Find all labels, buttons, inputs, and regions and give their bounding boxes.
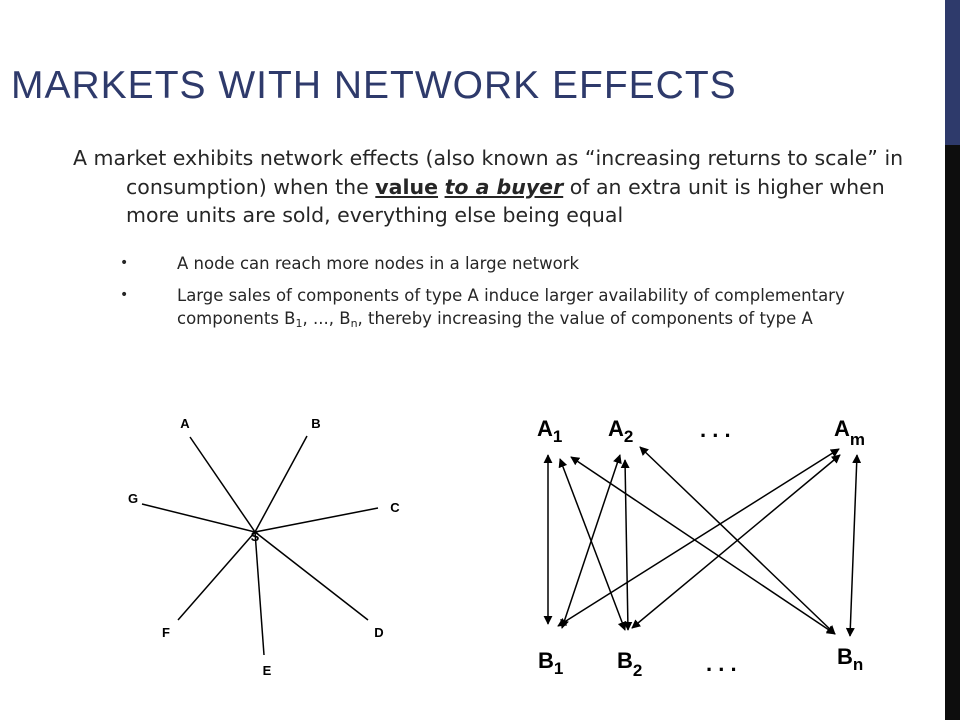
star-node-label: A <box>180 416 190 431</box>
star-edge <box>254 531 369 621</box>
star-network-diagram: S A B C D E F G <box>128 416 400 678</box>
bipartite-edge <box>620 459 633 631</box>
side-bar <box>945 145 960 720</box>
bipartite-edge <box>557 448 840 627</box>
top-node-label: A2 <box>608 416 633 446</box>
para-text-2: of an extra unit is higher when more uni… <box>126 174 885 228</box>
star-edge <box>254 435 308 533</box>
star-node-label: F <box>162 625 170 640</box>
bipartite-diagram: A1 A2 Am . . . B1 B2 Bn . . . <box>537 416 865 680</box>
bipartite-edge <box>558 458 627 631</box>
bullet-text: A node can reach more nodes in a large n… <box>177 254 580 273</box>
bullet-text-part: Large sales of components of type A indu… <box>177 285 845 329</box>
star-node-label: D <box>374 625 383 640</box>
bullet-dot: • <box>120 255 129 271</box>
bullet-text-part: , ..., B <box>302 309 351 328</box>
slide-title: MARKETS WITH NETWORK EFFECTS <box>11 64 737 107</box>
bottom-node-label: B1 <box>538 648 563 678</box>
star-edge <box>189 436 256 533</box>
top-node-label: A1 <box>537 416 562 446</box>
para-to-a-buyer: to a buyer <box>444 174 564 199</box>
bullet-item: • A node can reach more nodes in a large … <box>120 252 880 276</box>
para-value-word: value <box>375 174 439 199</box>
bullet-dot: • <box>120 286 129 303</box>
side-accent-bar <box>945 0 960 145</box>
star-edge <box>254 531 265 656</box>
top-ellipsis: . . . <box>700 417 731 442</box>
bullet-list: • A node can reach more nodes in a large … <box>120 252 880 339</box>
star-edge <box>177 531 256 621</box>
bottom-ellipsis: . . . <box>706 651 737 676</box>
star-node-label: C <box>390 500 400 515</box>
star-node-label: G <box>128 491 138 506</box>
bullet-subscript: n <box>350 317 358 330</box>
star-edge <box>141 503 256 533</box>
bullet-text-part: , thereby increasing the value of compon… <box>357 309 813 328</box>
star-node-label: B <box>311 416 320 431</box>
top-node-label: Am <box>834 416 865 449</box>
definition-paragraph: A market exhibits network effects (also … <box>73 144 941 230</box>
star-node-label: E <box>263 663 272 678</box>
para-text-1: A market exhibits network effects (also … <box>73 146 904 199</box>
bipartite-edge <box>639 446 836 635</box>
bottom-node-label: B2 <box>617 648 642 680</box>
star-edge <box>254 507 379 533</box>
bipartite-edge <box>631 454 841 629</box>
bullet-subscript: 1 <box>295 317 303 330</box>
bottom-node-label: Bn <box>837 644 863 674</box>
bipartite-edge <box>570 456 836 635</box>
star-center-label: S <box>251 529 260 544</box>
bipartite-edge <box>560 454 622 629</box>
bipartite-edge <box>845 454 862 637</box>
bullet-item: • Large sales of components of type A ind… <box>120 284 880 331</box>
